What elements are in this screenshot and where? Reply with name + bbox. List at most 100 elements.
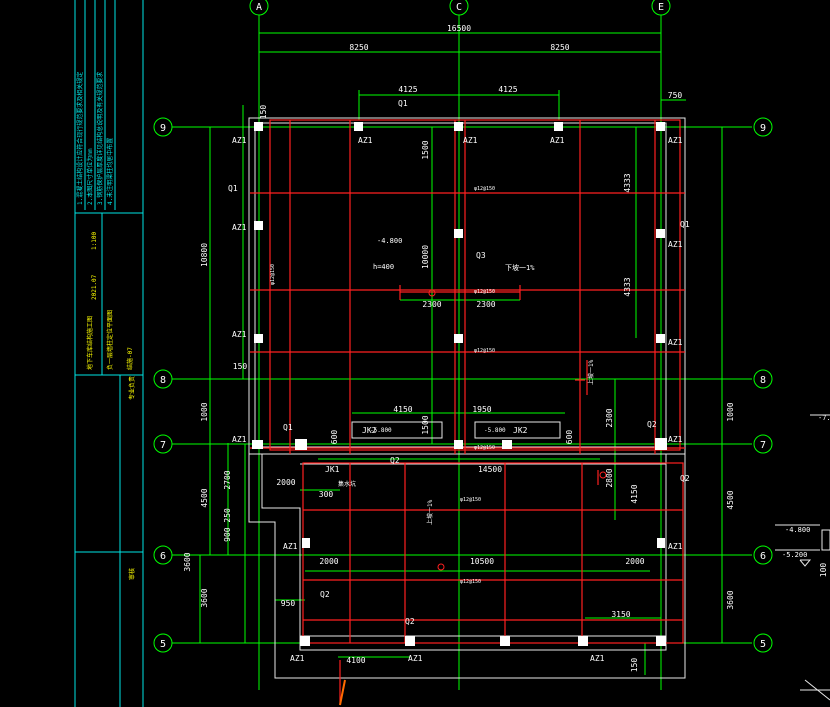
label-az1: AZ1: [463, 136, 478, 145]
label-slope: 下坡一1%: [505, 263, 535, 272]
label-az1: AZ1: [668, 338, 683, 347]
label-rebar: φ12@150: [474, 289, 495, 295]
label-elev: -5.800: [484, 427, 506, 434]
beam-lines: [250, 119, 685, 705]
label-az1: AZ1: [232, 330, 247, 339]
dim-left-3600: 3600: [183, 552, 192, 571]
dim-left-6-5: 3600: [200, 588, 209, 607]
label-az1: AZ1: [668, 542, 683, 551]
dim-2000b: 2000: [625, 557, 644, 566]
label-q2: Q2: [320, 590, 330, 599]
label-elev: -5.800: [370, 427, 392, 434]
grid-row-9-left: 9: [160, 123, 166, 134]
label-az1: AZ1: [232, 136, 247, 145]
dim-2300a: 2300: [422, 300, 441, 309]
dim-4100: 4100: [346, 656, 365, 665]
grid-row-8-left: 8: [160, 375, 166, 386]
label-az1: AZ1: [290, 654, 305, 663]
label-elev: -7.5: [818, 414, 830, 422]
dim-100: 100: [819, 563, 828, 578]
dim-600b: 600: [565, 430, 574, 445]
label-q2: Q2: [680, 474, 690, 483]
label-az1: AZ1: [408, 654, 423, 663]
label-rebar: φ12@150: [474, 186, 495, 192]
dim-v10000: 10000: [421, 245, 430, 269]
dimension-lines: [199, 32, 723, 675]
drawing-number: 结施-07: [126, 347, 134, 370]
title-block-text: 1.混凝土结构设计应符合现行规范要求及相关规定 2.本图尺寸单位为mm 3.钢筋…: [76, 72, 136, 580]
label-az1: AZ1: [232, 435, 247, 444]
label-rebar: φ12@150: [474, 445, 495, 451]
label-az1: AZ1: [668, 136, 683, 145]
label-elev: -4.800: [377, 237, 402, 245]
label-elev: -5.200: [782, 551, 807, 559]
dim-right-mid: 4333: [623, 277, 632, 296]
dim-4500-right: 4500: [726, 490, 735, 509]
label-rebar: φ12@150: [270, 264, 276, 285]
dim-2700: 2700: [223, 470, 232, 489]
label-drain: 集水坑: [338, 480, 356, 488]
label-az1: AZ1: [590, 654, 605, 663]
label-q2: Q2: [405, 617, 415, 626]
dim-4150: 4150: [393, 405, 412, 414]
dim-2300b: 2300: [476, 300, 495, 309]
dim-3600-right: 3600: [726, 590, 735, 609]
label-q1: Q1: [283, 423, 293, 432]
dim-2300: 2300: [605, 408, 614, 427]
dim-900-250: 900 250: [223, 508, 232, 542]
dim-1000-right: 1000: [726, 402, 735, 421]
label-az1: AZ1: [550, 136, 565, 145]
element-labels: AZ1 AZ1 AZ1 AZ1 AZ1 AZ1 AZ1 AZ1 AZ1 AZ1 …: [228, 99, 830, 663]
label-jk2: JK2: [362, 426, 377, 435]
dim-300: 300: [319, 490, 334, 499]
note-1: 1.混凝土结构设计应符合现行规范要求及相关规定: [76, 72, 84, 205]
grid-row-6-right: 6: [760, 551, 766, 562]
drawing-scale: 1:100: [91, 232, 98, 250]
dim-total: 16500: [447, 24, 471, 33]
label-az1: AZ1: [283, 542, 298, 551]
grid-col-a: A: [256, 2, 262, 13]
grid-row-9-right: 9: [760, 123, 766, 134]
dim-2000a: 2000: [319, 557, 338, 566]
dim-top-edge: 750: [668, 91, 683, 100]
grid-row-7-left: 7: [160, 440, 166, 451]
drawing-name: 负一层墙柱定位平面图: [106, 310, 114, 370]
label-q1: Q1: [398, 99, 408, 108]
label-az1: AZ1: [358, 136, 373, 145]
grid-row-5-left: 5: [160, 639, 166, 650]
label-q1: Q1: [228, 184, 238, 193]
grid-row-5-right: 5: [760, 639, 766, 650]
grid-col-e: E: [658, 2, 664, 13]
label-q2: Q2: [390, 456, 400, 465]
label-jk1: JK1: [325, 465, 340, 474]
label-rebar: φ12@150: [460, 579, 481, 585]
label-rebar: φ12@150: [460, 497, 481, 503]
dim-3150: 3150: [611, 610, 630, 619]
dim-left-mid: 150: [233, 362, 248, 371]
grid-row-8-right: 8: [760, 375, 766, 386]
label-q3: Q3: [476, 251, 486, 260]
dim-2000c: 2000: [276, 478, 295, 487]
dim-2800: 2800: [605, 468, 614, 487]
label-jk2: JK2: [513, 426, 528, 435]
project-name: 地下车库结构施工图: [86, 316, 94, 370]
dim-10500: 10500: [470, 557, 494, 566]
label-q1: Q1: [680, 220, 690, 229]
wall-outlines: [248, 117, 686, 679]
orange-marker: [339, 679, 346, 706]
dim-150b: 150: [630, 658, 639, 673]
note-4: 4.未注明梁柱均居中布置: [106, 138, 114, 205]
label-h400: h=400: [373, 263, 394, 271]
label-slope: 上坡一1%: [426, 499, 434, 525]
label-rebar: φ12@150: [474, 348, 495, 354]
dim-600a: 600: [330, 430, 339, 445]
label-elev: -4.800: [785, 526, 810, 534]
columns: [252, 122, 667, 646]
label-az1: AZ1: [668, 240, 683, 249]
elevation-symbols: [775, 414, 830, 701]
dim-top-right: 4125: [498, 85, 517, 94]
sign-1: 专业负责: [128, 376, 136, 400]
title-block: [74, 0, 144, 707]
label-az1: AZ1: [232, 223, 247, 232]
